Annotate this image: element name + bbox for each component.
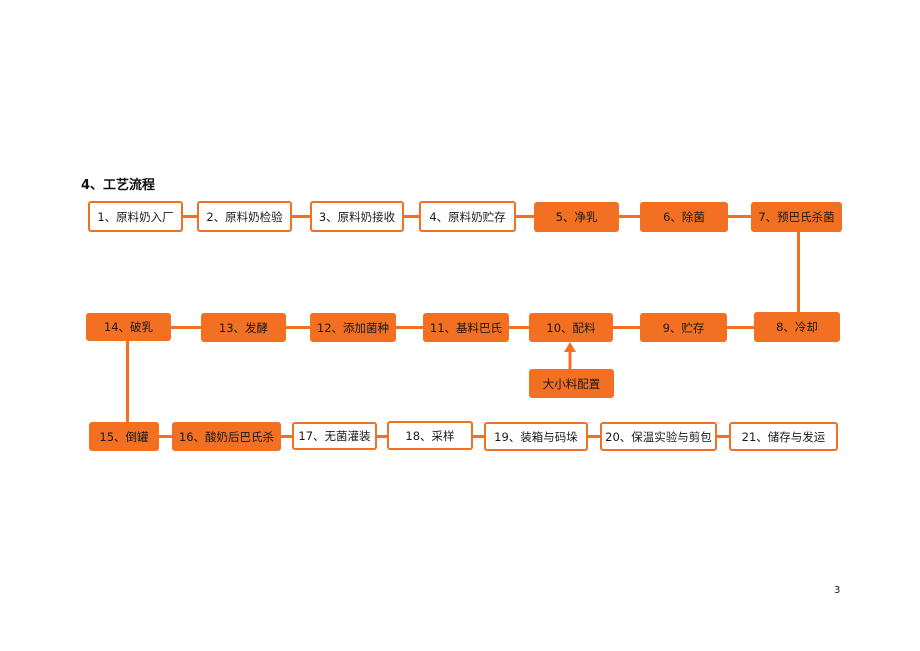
step-20: 20、保温实验与剪包: [600, 422, 717, 451]
step-8: 8、冷却: [754, 312, 840, 342]
step-13-label: 13、发酵: [218, 320, 269, 335]
connector-9-10: [612, 326, 641, 329]
connector-20-21: [716, 435, 730, 438]
page-number: 3: [834, 585, 841, 596]
connector-14-15: [126, 340, 129, 424]
step-2-label: 2、原料奶检验: [206, 209, 283, 224]
step-4: 4、原料奶贮存: [419, 201, 516, 232]
step-19: 19、装箱与码垛: [484, 422, 588, 451]
step-5-label: 5、净乳: [555, 210, 598, 224]
step-15-label: 15、倒罐: [99, 429, 149, 444]
step-9-label: 9、贮存: [662, 320, 705, 335]
step-6-label: 6、除菌: [663, 210, 705, 224]
connector-16-17: [280, 435, 293, 438]
step-10: 10、配料: [529, 313, 613, 342]
step-7-label: 7、预巴氏杀菌: [758, 210, 835, 224]
connector-12-13: [285, 326, 311, 329]
step-18-label: 18、采样: [405, 428, 455, 443]
connector-6-7: [727, 215, 752, 218]
connector-18-19: [472, 435, 485, 438]
connector-8-9: [726, 326, 755, 329]
step-17-label: 17、无菌灌装: [298, 429, 371, 443]
connector-5-6: [618, 215, 641, 218]
side-input-label: 大小料配置: [542, 376, 601, 391]
connector-19-20: [587, 435, 601, 438]
step-14-label: 14、破乳: [103, 320, 154, 334]
connector-7-8: [797, 231, 800, 313]
step-17: 17、无菌灌装: [292, 422, 377, 450]
step-3-label: 3、原料奶接收: [318, 209, 396, 224]
connector-4-5: [515, 215, 535, 218]
step-4-label: 4、原料奶贮存: [429, 209, 506, 224]
side-input-box: 大小料配置: [529, 369, 614, 398]
step-7: 7、预巴氏杀菌: [751, 202, 842, 232]
step-15: 15、倒罐: [89, 422, 159, 451]
step-2: 2、原料奶检验: [197, 201, 292, 232]
step-16: 16、酸奶后巴氏杀: [172, 422, 281, 451]
step-11: 11、基料巴氏: [423, 313, 509, 342]
step-8-label: 8、冷却: [776, 320, 818, 334]
step-10-label: 10、配料: [546, 320, 596, 335]
step-3: 3、原料奶接收: [310, 201, 404, 232]
step-6: 6、除菌: [640, 202, 728, 232]
step-5: 5、净乳: [534, 202, 619, 232]
step-1-label: 1、原料奶入厂: [97, 209, 174, 224]
connector-17-18: [376, 435, 388, 438]
step-20-label: 20、保温实验与剪包: [605, 429, 712, 444]
step-9: 9、贮存: [640, 313, 727, 342]
connector-13-14: [170, 326, 202, 329]
step-21: 21、储存与发运: [729, 422, 838, 451]
step-12-label: 12、添加菌种: [316, 320, 390, 335]
step-11-label: 11、基料巴氏: [429, 320, 503, 335]
step-1: 1、原料奶入厂: [88, 201, 183, 232]
step-13: 13、发酵: [201, 313, 286, 342]
connector-10-11: [508, 326, 530, 329]
step-14: 14、破乳: [86, 313, 171, 341]
step-21-label: 21、储存与发运: [741, 429, 826, 444]
section-heading: 4、工艺流程: [81, 178, 156, 193]
step-18: 18、采样: [387, 421, 473, 450]
step-19-label: 19、装箱与码垛: [494, 429, 578, 444]
connector-11-12: [395, 326, 424, 329]
connector-3-4: [403, 215, 420, 218]
connector-2-3: [291, 215, 311, 218]
step-16-label: 16、酸奶后巴氏杀: [178, 429, 275, 444]
step-12: 12、添加菌种: [310, 313, 396, 342]
connector-1-2: [182, 215, 199, 218]
side-input-arrow: [564, 342, 576, 370]
connector-15-16: [158, 435, 173, 438]
